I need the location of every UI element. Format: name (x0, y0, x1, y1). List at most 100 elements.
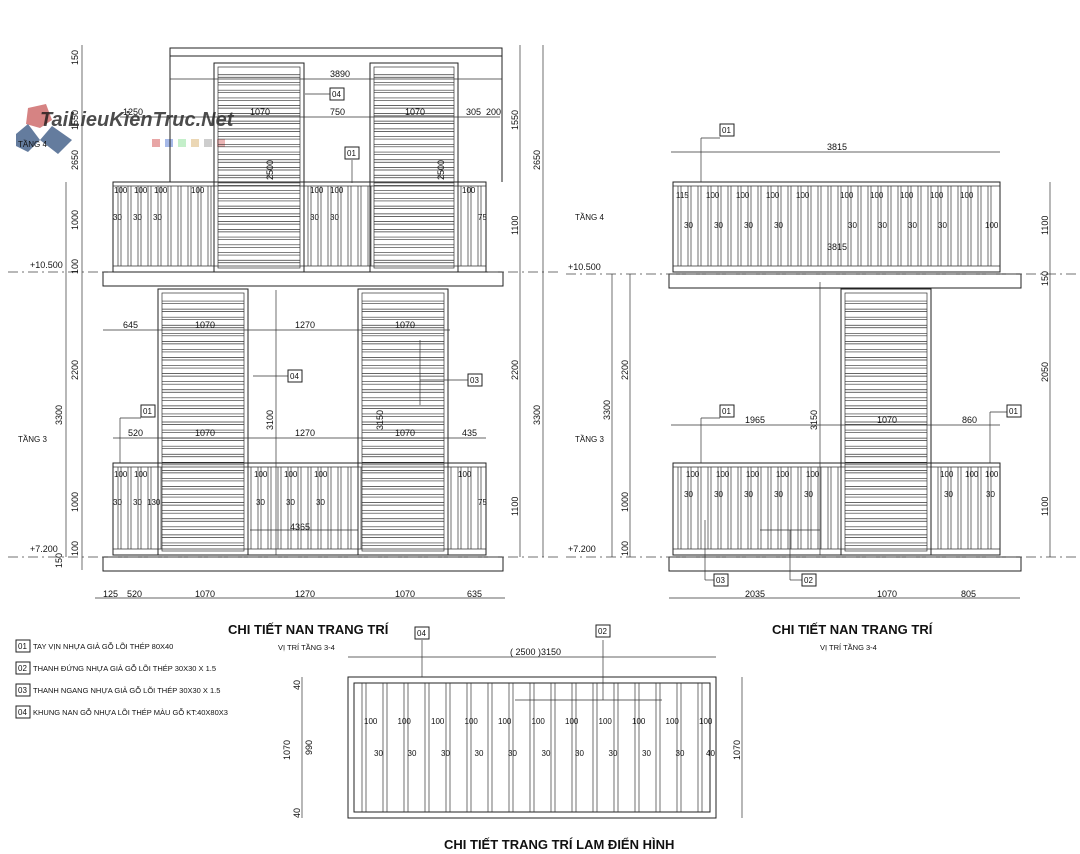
floor-upper-label: TẦNG 4 (18, 139, 47, 149)
r-dim-1100-low: 1100 (1040, 497, 1050, 516)
dim-low-e: 435 (462, 428, 477, 438)
bottom-callout-04: 04 (414, 626, 430, 677)
lam-label-30: 30 (542, 749, 551, 758)
dim-left-1000-up: 1000 (70, 210, 80, 230)
r-rail-label-100: 100 (686, 470, 700, 479)
r-dim-2200: 2200 (620, 360, 630, 380)
callout-04-text: 04 (332, 90, 341, 99)
dim-mid-c: 1270 (295, 320, 315, 330)
dim-top-left: 1250 (123, 107, 143, 117)
lam-label-30: 30 (508, 749, 517, 758)
r-rail-label-100: 100 (940, 470, 954, 479)
louvre-panel (357, 288, 449, 556)
r-dim-low-a: 1965 (745, 415, 765, 425)
callout-01-lower: 01 (119, 404, 156, 463)
rail-labels-lower: 100 100 100 100 100 100 30 30 130 30 30 … (113, 470, 487, 507)
r-rail-labels-upper: 115 100 100 100 100 100 100 100 100 100 … (676, 191, 999, 230)
r-rail-label-30: 30 (908, 221, 917, 230)
rail-label-30: 30 (330, 213, 339, 222)
left-elevation-subtitle: VỊ TRÍ TẦNG 3-4 (278, 642, 335, 652)
bottom-callout-02: 02 (515, 624, 662, 701)
louvre-panel (157, 288, 249, 556)
dim-low-d: 1070 (395, 428, 415, 438)
dim-top-b: 750 (330, 107, 345, 117)
dim-top-e: 200 (486, 107, 501, 117)
rail-label-100: 100 (462, 186, 476, 195)
dim-bot-a: 125 (103, 589, 118, 599)
r-rail-label-30: 30 (714, 490, 723, 499)
r-level-lower-label: +7.200 (568, 544, 596, 554)
r-rail-label-100: 100 (985, 221, 999, 230)
r-dim-top: 3815 (827, 142, 847, 152)
floor-lower-label: TẦNG 3 (18, 434, 47, 444)
left-elevation-title: CHI TIẾT NAN TRANG TRÍ (228, 622, 389, 637)
r-rail-label-30: 30 (744, 490, 753, 499)
r-rail-label-100: 100 (776, 470, 790, 479)
r-callout-01-text: 01 (722, 126, 731, 135)
dim-bot-e: 1070 (395, 589, 415, 599)
dim-mid-a: 645 (123, 320, 138, 330)
lam-label-30: 30 (408, 749, 417, 758)
rail-label-75: 75 (478, 498, 487, 507)
r-dim-bot-a: 2035 (745, 589, 765, 599)
dim-bot-d: 1270 (295, 589, 315, 599)
dim-left-1000-low: 1000 (70, 492, 80, 512)
balusters (677, 467, 992, 549)
r-callout-01-right: 01 (989, 404, 1022, 463)
balusters (117, 186, 482, 266)
bottom-callout-02-text: 02 (598, 627, 607, 636)
callout-04-top: 04 (305, 87, 345, 101)
louvre-panel (369, 62, 459, 273)
r-rail-label-100: 100 (746, 470, 760, 479)
legend-code-box (15, 705, 31, 719)
legend-code-box (15, 683, 31, 697)
lam-label-100: 100 (599, 717, 613, 726)
bottom-dim-1070-right: 1070 (732, 740, 742, 760)
level-lower-label: +7.200 (30, 544, 58, 554)
dim-left-1550: 1550 (70, 110, 80, 130)
rail-label-100: 100 (330, 186, 344, 195)
lam-label-30: 30 (441, 749, 450, 758)
level-upper-label: +10.500 (30, 260, 63, 270)
dim-right-2200: 2200 (510, 360, 520, 380)
r-callout-01-top: 01 (700, 123, 735, 182)
r-floor-upper-label: TẦNG 4 (575, 212, 604, 222)
r-railing-lower (672, 462, 1001, 556)
legend-code-box (15, 661, 31, 675)
watermark-logo: TaiLieuKienTruc.Net (16, 104, 235, 154)
r-rail-label-100: 100 (716, 470, 730, 479)
lam-label-30: 30 (374, 749, 383, 758)
r-rail-label-30: 30 (848, 221, 857, 230)
rail-label-130: 130 (147, 498, 161, 507)
dim-mid-d: 1070 (395, 320, 415, 330)
legend-text: THANH ĐỨNG NHỰA GIẢ GỖ LÕI THÉP 30X30 X … (33, 664, 216, 673)
r-rail-label-30: 30 (714, 221, 723, 230)
dim-left-2650: 2650 (70, 150, 80, 170)
r-callout-01-left: 01 (700, 404, 735, 463)
lam-label-30: 30 (642, 749, 651, 758)
left-elevation: +10.500 +7.200 TẦNG 4 TẦNG 3 3890 1250 1… (8, 45, 560, 652)
lam-label-30: 30 (676, 749, 685, 758)
dim-low-c: 1270 (295, 428, 315, 438)
callout-01-text: 01 (143, 407, 152, 416)
dim-left-100-up: 100 (70, 259, 80, 274)
r-rail-label-100: 100 (706, 191, 720, 200)
dim-bot-b: 520 (127, 589, 142, 599)
dim-top-total: 3890 (330, 69, 350, 79)
right-elevation-subtitle: VỊ TRÍ TẦNG 3-4 (820, 642, 877, 652)
r-rail-label-100: 100 (930, 191, 944, 200)
balusters (677, 186, 992, 266)
lam-label-100: 100 (498, 717, 512, 726)
r-rail-label-30: 30 (938, 221, 947, 230)
railing-lower (112, 462, 487, 556)
r-louvre-panels (840, 288, 932, 556)
dim-right-1550: 1550 (510, 110, 520, 130)
dim-v-3100: 3100 (265, 410, 275, 430)
r-callout-02-text: 02 (804, 576, 813, 585)
r-railing-upper (672, 181, 1001, 273)
